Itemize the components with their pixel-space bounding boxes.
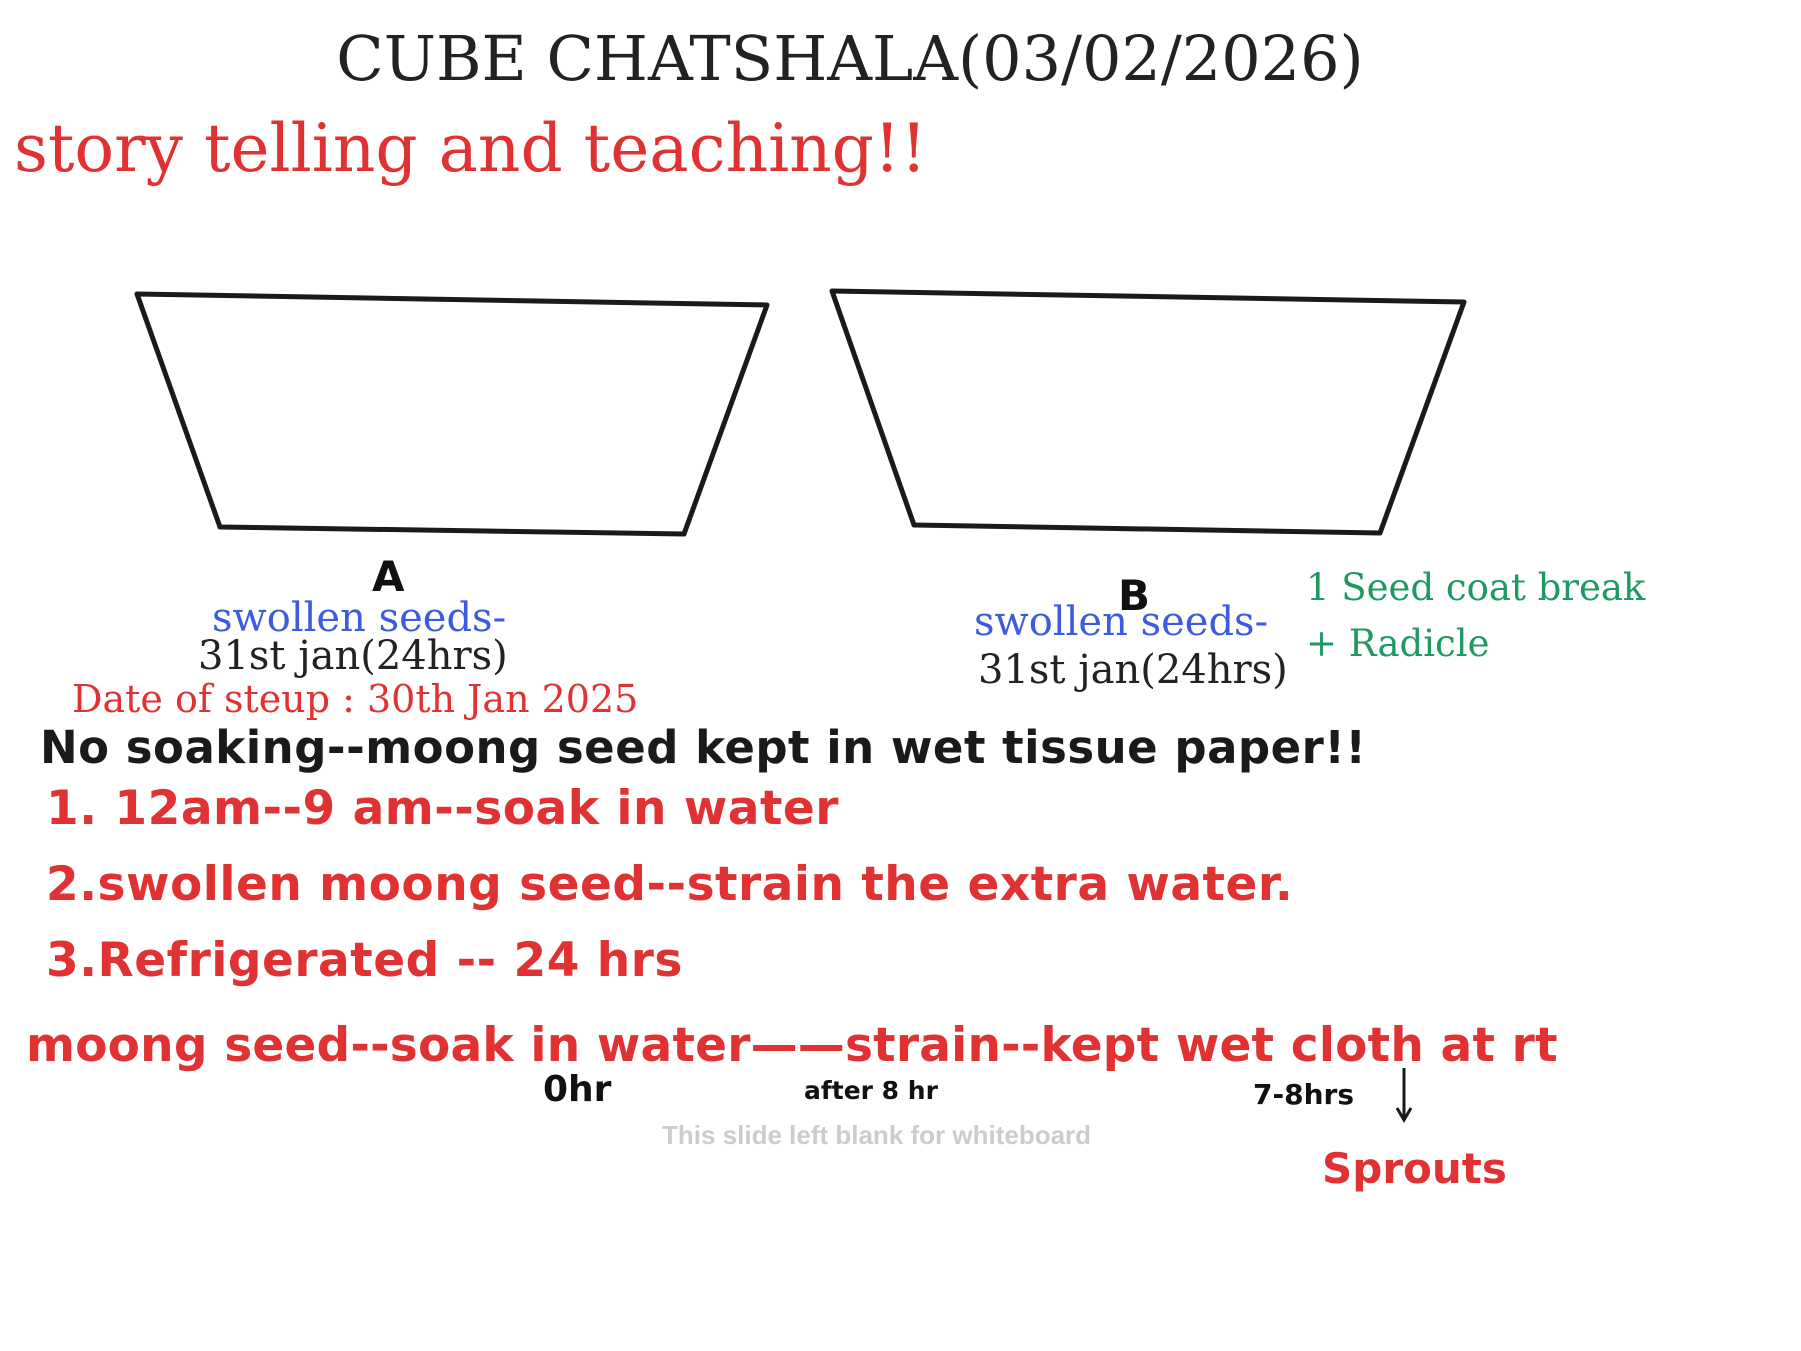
no-soaking-note: No soaking--moong seed kept in wet tissu…	[40, 721, 1367, 774]
time-after-label: after 8 hr	[804, 1076, 938, 1105]
container-a-swollen-text: swollen seeds-	[212, 595, 507, 641]
container-b-swollen-text: swollen seeds-	[974, 599, 1269, 645]
down-arrow-icon	[1395, 1068, 1413, 1123]
container-b-observation-note: 1 Seed coat break + Radicle	[1306, 566, 1646, 665]
page-title: CUBE CHATSHALA(03/02/2026)	[336, 22, 1364, 95]
step-3: 3.Refrigerated -- 24 hrs	[46, 933, 683, 988]
time-start-label: 0hr	[543, 1069, 612, 1110]
container-a-label: A	[372, 552, 405, 601]
container-b-outline	[829, 288, 1467, 536]
container-a-date: 31st jan(24hrs)	[198, 633, 508, 679]
sprouts-result: Sprouts	[1322, 1144, 1507, 1193]
step-2: 2.swollen moong seed--strain the extra w…	[46, 857, 1294, 912]
container-a-outline	[134, 291, 770, 537]
step-1: 1. 12am--9 am--soak in water	[46, 781, 839, 836]
container-b-date: 31st jan(24hrs)	[978, 647, 1288, 693]
page-subtitle: story telling and teaching!!	[14, 110, 927, 187]
time-end-label: 7-8hrs	[1253, 1078, 1354, 1111]
whiteboard-footer-note: This slide left blank for whiteboard	[662, 1120, 1092, 1150]
process-line: moong seed--soak in water——strain--kept …	[26, 1018, 1558, 1073]
setup-date: Date of steup : 30th Jan 2025	[72, 677, 639, 721]
container-b-label: B	[1118, 571, 1151, 620]
